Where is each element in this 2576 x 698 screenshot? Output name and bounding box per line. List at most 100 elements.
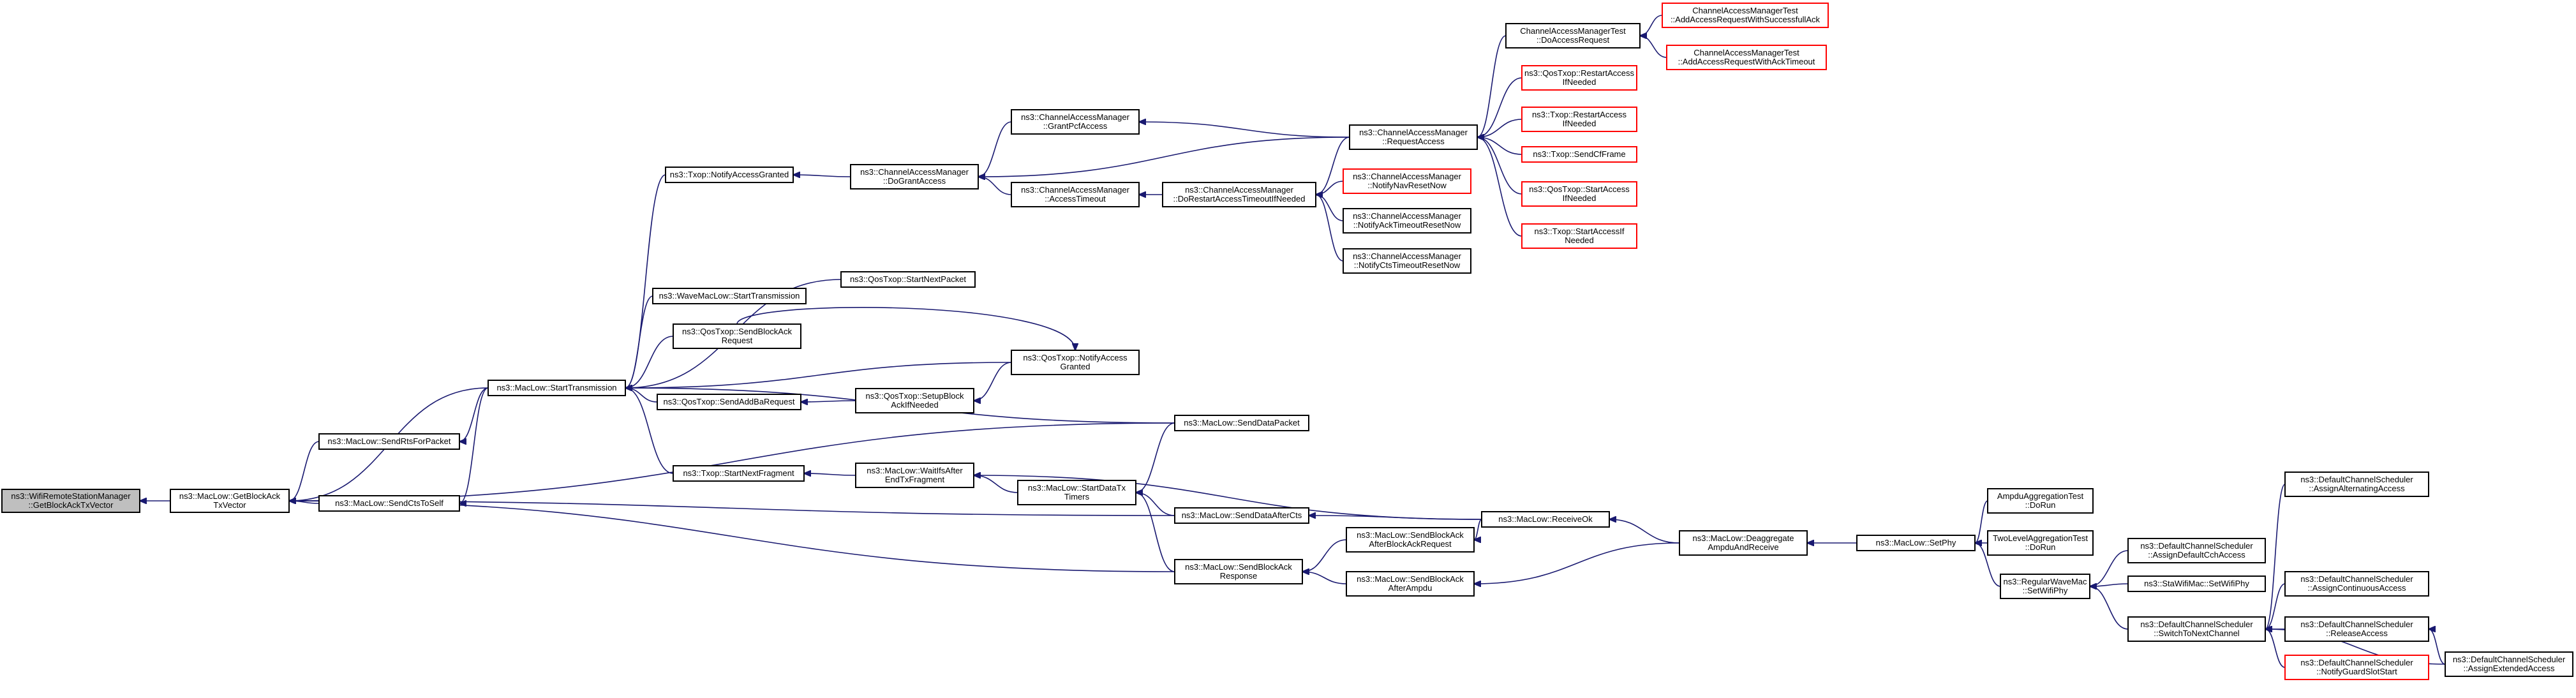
node-notify-ack-to[interactable]: ns3::ChannelAccessManager::NotifyAckTime… [1343, 208, 1471, 234]
node-req-access[interactable]: ns3::ChannelAccessManager::RequestAccess [1349, 124, 1478, 150]
node-box [1174, 559, 1303, 584]
node-wave-start[interactable]: ns3::WaveMacLow::StartTransmission [652, 288, 807, 304]
edge-start-data-timers-to-wait-ifs [974, 475, 1018, 493]
node-dcs-guard[interactable]: ns3::DefaultChannelScheduler::NotifyGuar… [2284, 655, 2429, 680]
node-box [1505, 23, 1641, 48]
node-label: ns3::MacLow::SendBlockAck [1357, 530, 1464, 540]
node-box [2284, 571, 2429, 597]
edge-acc-timeout-to-do-grant [978, 177, 1012, 195]
node-label: ChannelAccessManagerTest [1520, 26, 1626, 36]
node-dcs-cont[interactable]: ns3::DefaultChannelScheduler::AssignCont… [2284, 571, 2429, 597]
node-box [855, 463, 974, 488]
node-reg-wave[interactable]: ns3::RegularWaveMac::SetWifiPhy [2000, 574, 2090, 599]
node-two-level[interactable]: TwoLevelAggregationTest::DoRun [1987, 530, 2094, 556]
node-label: ns3::MacLow::ReceiveOk [1498, 514, 1593, 524]
node-box [1346, 527, 1475, 553]
node-box [673, 323, 801, 349]
node-label: ::NotifyGuardSlotStart [2316, 667, 2397, 676]
node-label: Granted [1061, 362, 1091, 371]
node-box [2284, 655, 2429, 680]
edge-send-baafter-req-to-send-baresp [1302, 539, 1347, 572]
node-label: ns3::DefaultChannelScheduler [2300, 475, 2413, 484]
node-box [1349, 124, 1478, 150]
edge-notify-acc-to-start-tx [625, 174, 666, 388]
node-txop-next-frag[interactable]: ns3::Txop::StartNextFragment [673, 465, 805, 482]
edge-start-tx-to-send-cts [459, 387, 489, 503]
edge-notify-cts-to-to-do-restart [1316, 195, 1344, 262]
node-box [657, 394, 801, 410]
node-camt-do[interactable]: ChannelAccessManagerTest::DoAccessReques… [1505, 23, 1641, 48]
node-box [2000, 574, 2090, 599]
edge-reg-wave-to-set-phy [1975, 543, 2001, 587]
node-get-ba[interactable]: ns3::MacLow::GetBlockAckTxVector [170, 489, 290, 513]
node-qos-next[interactable]: ns3::QosTxop::StartNextPacket [840, 271, 976, 288]
node-send-data[interactable]: ns3::MacLow::SendDataPacket [1174, 415, 1309, 431]
edge-do-grant-to-notify-acc [793, 175, 851, 177]
node-do-restart[interactable]: ns3::ChannelAccessManager::DoRestartAcce… [1162, 182, 1316, 207]
node-dcs-ext[interactable]: ns3::DefaultChannelScheduler::AssignExte… [2445, 651, 2573, 677]
node-dcs-release[interactable]: ns3::DefaultChannelScheduler::ReleaseAcc… [2284, 616, 2429, 642]
node-sta-wifi[interactable]: ns3::StaWifiMac::SetWifiPhy [2127, 575, 2266, 592]
node-send-cf[interactable]: ns3::Txop::SendCfFrame [1521, 146, 1637, 163]
node-qos-add-ba[interactable]: ns3::QosTxop::SendAddBaRequest [657, 394, 801, 410]
node-label: ns3::MacLow::StartDataTx [1028, 483, 1126, 493]
node-do-grant[interactable]: ns3::ChannelAccessManager::DoGrantAccess [850, 164, 979, 189]
node-set-phy[interactable]: ns3::MacLow::SetPhy [1856, 535, 1976, 551]
node-label: ns3::QosTxop::RestartAccess [1524, 68, 1634, 78]
node-box [1987, 488, 2094, 514]
node-label: ns3::ChannelAccessManager [1353, 211, 1461, 221]
node-dcs-alt[interactable]: ns3::DefaultChannelScheduler::AssignAlte… [2284, 472, 2429, 497]
node-send-rts[interactable]: ns3::MacLow::SendRtsForPacket [318, 433, 460, 450]
node-box [1521, 223, 1637, 249]
node-dcs-default[interactable]: ns3::DefaultChannelScheduler::AssignDefa… [2127, 538, 2266, 563]
node-label: ns3::QosTxop::SendBlockAck [682, 327, 792, 336]
node-box [170, 489, 290, 513]
node-grant-pcf[interactable]: ns3::ChannelAccessManager::GrantPcfAcces… [1011, 109, 1140, 135]
node-label: ::AccessTimeout [1045, 194, 1106, 204]
node-send-cts[interactable]: ns3::MacLow::SendCtsToSelf [318, 495, 460, 512]
node-box [1346, 571, 1475, 597]
node-receive-ok[interactable]: ns3::MacLow::ReceiveOk [1481, 511, 1610, 528]
edge-dcs-switch-to-reg-wave [2090, 586, 2129, 630]
node-box [1174, 415, 1309, 431]
node-ampdu-test[interactable]: AmpduAggregationTest::DoRun [1987, 488, 2094, 514]
edge-camt-succ-to-camt-do [1640, 15, 1663, 36]
node-send-data-after-cts[interactable]: ns3::MacLow::SendDataAfterCts [1174, 507, 1309, 524]
node-send-baafter-req[interactable]: ns3::MacLow::SendBlockAckAfterBlockAckRe… [1346, 527, 1475, 553]
node-notify-acc[interactable]: ns3::Txop::NotifyAccessGranted [665, 167, 794, 183]
node-box [1011, 182, 1140, 207]
node-box [2127, 575, 2266, 592]
node-label: ns3::ChannelAccessManager [860, 167, 969, 177]
node-dcs-switch[interactable]: ns3::DefaultChannelScheduler::SwitchToNe… [2127, 616, 2266, 642]
node-acc-timeout[interactable]: ns3::ChannelAccessManager::AccessTimeout [1011, 182, 1140, 207]
node-notify-nav[interactable]: ns3::ChannelAccessManager::NotifyNavRese… [1343, 168, 1471, 194]
node-box [840, 271, 976, 288]
node-notify-cts-to[interactable]: ns3::ChannelAccessManager::NotifyCtsTime… [1343, 248, 1471, 274]
node-label: ChannelAccessManagerTest [1692, 6, 1798, 15]
node-camt-ack[interactable]: ChannelAccessManagerTest::AddAccessReque… [1666, 45, 1827, 70]
node-label: ns3::MacLow::Deaggregate [1693, 533, 1794, 543]
node-box [1856, 535, 1976, 551]
node-start-tx[interactable]: ns3::MacLow::StartTransmission [488, 380, 626, 396]
node-root[interactable]: ns3::WifiRemoteStationManager::GetBlockA… [1, 489, 140, 513]
node-box [855, 388, 974, 413]
node-label: ns3::MacLow::GetBlockAck [179, 491, 281, 501]
edge-send-rts-to-get-ba [289, 441, 320, 501]
node-label: ns3::ChannelAccessManager [1359, 128, 1468, 137]
node-camt-succ[interactable]: ChannelAccessManagerTest::AddAccessReque… [1662, 3, 1829, 28]
node-label: ns3::MacLow::SendCtsToSelf [335, 498, 443, 508]
node-box [1174, 507, 1309, 524]
node-qos-notify[interactable]: ns3::QosTxop::NotifyAccessGranted [1011, 350, 1140, 375]
